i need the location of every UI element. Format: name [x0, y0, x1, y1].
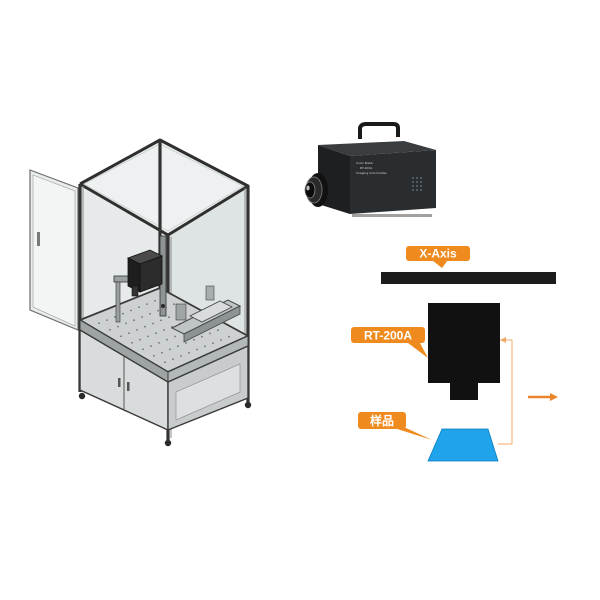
breadboard-hole [157, 309, 159, 312]
breadboard-hole [193, 338, 195, 341]
breadboard-hole [130, 309, 132, 312]
breadboard-hole [131, 341, 133, 344]
breadboard-hole [168, 316, 170, 318]
enclosure-drawing [29, 138, 252, 447]
x-axis-rail [381, 272, 556, 284]
breadboard-hole [153, 354, 155, 357]
breadboard-hole [212, 342, 214, 344]
breadboard-hole [154, 300, 156, 302]
carry-handle-icon [358, 122, 400, 139]
breadboard-hole [161, 351, 163, 354]
breadboard-hole [160, 319, 162, 322]
breadboard-hole [128, 332, 130, 334]
schematic: X-Axis RT-200A 样品 [351, 246, 558, 462]
breadboard-hole [122, 312, 124, 315]
breadboard-hole [120, 335, 122, 338]
breadboard-hole [136, 329, 138, 331]
casters [78, 304, 252, 447]
lens-icon [304, 173, 328, 207]
instrument-callout: RT-200A [351, 327, 428, 358]
breadboard-hole [150, 345, 152, 347]
breadboard [77, 287, 251, 383]
breadboard-hole [209, 332, 211, 335]
x-axis-callout: X-Axis [406, 246, 470, 268]
vent-grille-icon [412, 177, 422, 191]
breadboard-hole [139, 338, 141, 341]
lower-cabinet [79, 328, 249, 432]
breadboard-hole [188, 351, 190, 354]
gantry [113, 235, 167, 323]
instrument-photo: Color Meter RT-200A Imaging Colorimeter [304, 122, 436, 217]
breadboard-hole [173, 303, 175, 306]
camera-text-line: Imaging Colorimeter [356, 171, 388, 175]
breadboard-hole [177, 345, 179, 348]
breadboard-hole [220, 339, 222, 341]
breadboard-hole [155, 332, 157, 335]
breadboard-hole [117, 325, 119, 328]
inner-camera [126, 249, 164, 297]
sample-callout: 样品 [358, 412, 432, 440]
instrument-lens-barrel [450, 383, 478, 400]
motion-arrow-icon [528, 393, 558, 401]
open-door [29, 169, 79, 331]
breadboard-hole [149, 312, 151, 315]
breadboard-hole [201, 335, 203, 338]
breadboard-hole [204, 345, 206, 348]
breadboard-hole [217, 329, 219, 332]
breadboard-hole [125, 322, 127, 325]
cabinet-handle-left-icon [118, 378, 121, 387]
breadboard-hole [228, 335, 230, 338]
breadboard-hole [174, 335, 176, 338]
breadboard-hole [106, 319, 108, 321]
sample-label: 样品 [370, 413, 394, 428]
breadboard-hole [109, 328, 111, 331]
breadboard-hole [146, 303, 148, 305]
instrument-body [428, 303, 500, 383]
instrument-label: RT-200A [364, 329, 412, 343]
breadboard-hole [147, 335, 149, 338]
breadboard-hole [169, 348, 171, 351]
breadboard-hole [164, 361, 166, 364]
camera-panel-text: Color Meter RT-200A Imaging Colorimeter [356, 161, 388, 175]
breadboard-hole [166, 338, 168, 341]
breadboard-hole [144, 325, 146, 328]
breadboard-hole [141, 316, 143, 318]
breadboard-hole [185, 342, 187, 344]
x-axis-label: X-Axis [419, 247, 457, 261]
cabinet-handle-right-icon [127, 382, 130, 391]
breadboard-hole [180, 355, 182, 357]
breadboard-hole [163, 329, 165, 331]
camera-text-line: Color Meter [356, 161, 374, 165]
breadboard-hole [152, 322, 154, 325]
breadboard-hole [138, 306, 140, 309]
breadboard-hole [172, 358, 174, 360]
breadboard-hole [142, 348, 144, 351]
breadboard-hole [114, 316, 116, 318]
breadboard-hole [158, 342, 160, 344]
light-path-arrowhead-icon [500, 337, 506, 343]
breadboard-hole [133, 319, 135, 322]
breadboard-hole [98, 322, 100, 325]
breadboard-hole [196, 348, 198, 351]
camera-text-line: RT-200A [360, 166, 373, 170]
sample-block [427, 428, 499, 462]
door-handle-icon [37, 232, 40, 246]
xy-stage [170, 285, 242, 343]
light-path [498, 339, 513, 445]
